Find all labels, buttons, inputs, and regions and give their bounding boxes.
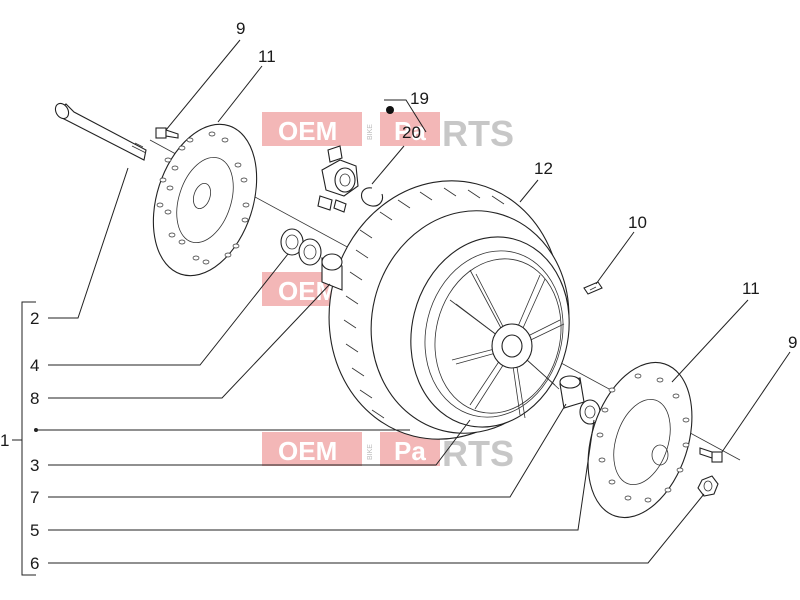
watermark-pa: Pa <box>394 436 426 466</box>
callout-dot <box>34 428 38 432</box>
wheel-tyre-assembly <box>328 180 570 440</box>
callout-3: 3 <box>30 456 39 475</box>
callout-8: 8 <box>30 389 39 408</box>
callout-12: 12 <box>534 159 553 178</box>
callout-7: 7 <box>30 488 39 507</box>
callout-dot-19 <box>386 106 394 114</box>
brake-disc-bolt-right <box>699 447 723 463</box>
axle-nut <box>697 475 719 497</box>
watermark-oem: OEM <box>278 116 337 146</box>
watermark-oem: OEM <box>278 436 337 466</box>
watermark-bottom: OEM BIKE Pa RTS <box>262 432 514 474</box>
callout-9-right: 9 <box>788 333 797 352</box>
watermark-top: OEM BIKE Pa RTS <box>262 112 514 154</box>
callout-20: 20 <box>402 123 421 142</box>
callout-2: 2 <box>30 309 39 328</box>
callout-19: 19 <box>410 89 429 108</box>
tyre-valve <box>583 281 603 295</box>
speedometer-drive <box>317 145 359 213</box>
watermark-rts: RTS <box>442 433 514 474</box>
brake-disc-bolt-top <box>155 127 179 139</box>
callout-5: 5 <box>30 521 39 540</box>
watermark-pa: Pa <box>394 116 426 146</box>
watermark-bike: BIKE <box>367 124 374 140</box>
brake-disc-right <box>587 361 693 519</box>
callout-1: 1 <box>0 431 9 450</box>
spacer-left <box>321 253 343 291</box>
wheel-bearing-right <box>579 399 601 425</box>
callout-6: 6 <box>30 554 39 573</box>
callout-11-right: 11 <box>742 279 760 298</box>
snap-ring <box>360 187 384 207</box>
watermark-bike: BIKE <box>367 444 374 460</box>
callout-4: 4 <box>30 356 39 375</box>
leader-lines <box>12 39 791 576</box>
wheel-bearing-left <box>280 228 322 266</box>
brake-disc-left <box>152 123 258 277</box>
watermark-rts: RTS <box>442 113 514 154</box>
callout-10: 10 <box>628 213 647 232</box>
callout-11-top: 11 <box>258 47 276 66</box>
axle-part <box>54 102 147 161</box>
callout-9-top: 9 <box>236 19 245 38</box>
spacer-right <box>559 375 585 409</box>
callout-numbers: 1 2 3 4 5 6 7 8 9 9 10 11 11 12 19 20 <box>0 19 797 573</box>
